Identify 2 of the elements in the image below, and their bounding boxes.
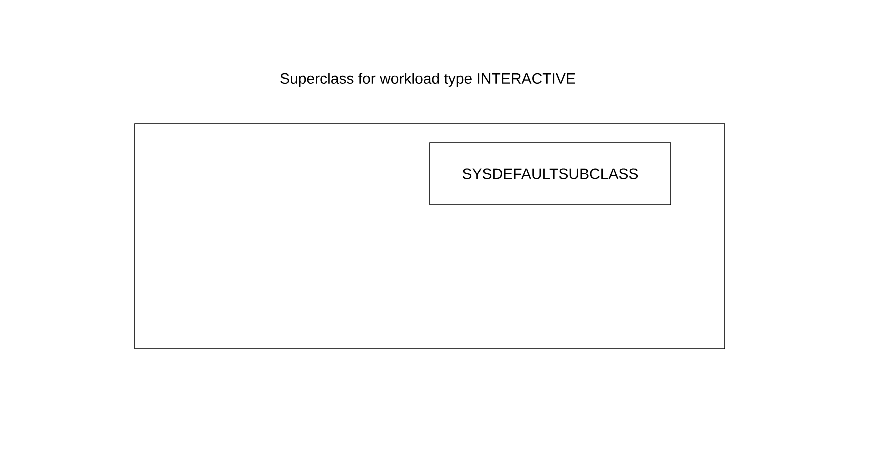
box-heading: Superclass for workload type INTERACTIVE bbox=[280, 73, 576, 87]
class-box: SYSDEFAULTSUBCLASS bbox=[430, 142, 672, 206]
